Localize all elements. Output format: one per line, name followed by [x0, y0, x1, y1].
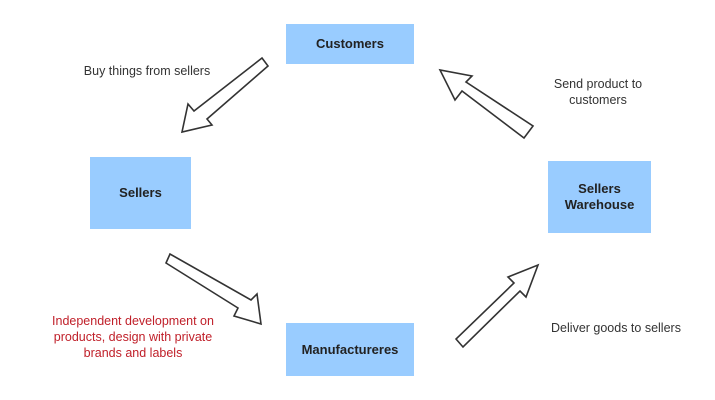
node-sellers: Sellers	[90, 157, 191, 229]
arrow-warehouse-to-customers	[438, 68, 535, 140]
node-sellers-warehouse-label: Sellers Warehouse	[564, 181, 635, 212]
node-manufacturers: Manufactureres	[286, 323, 414, 376]
node-sellers-label: Sellers	[119, 185, 162, 200]
node-customers-label: Customers	[316, 36, 384, 51]
edge-label-buy-things: Buy things from sellers	[62, 63, 232, 79]
edge-label-buy-things-text: Buy things from sellers	[83, 64, 211, 78]
arrow-sellers-to-manufacturers	[164, 252, 262, 326]
edge-label-independent-development: Independent development on products, des…	[52, 314, 214, 360]
node-sellers-warehouse: Sellers Warehouse	[548, 161, 651, 233]
arrow-manufacturers-to-warehouse	[454, 263, 540, 349]
node-customers: Customers	[286, 24, 414, 64]
node-manufacturers-label: Manufactureres	[301, 341, 399, 357]
edge-label-deliver-goods-text: Deliver goods to sellers	[551, 321, 681, 335]
edge-label-send-product: Send product to customers	[553, 77, 643, 107]
edge-label-deliver-goods: Deliver goods to sellers	[532, 320, 700, 336]
arrow-customers-to-sellers	[180, 56, 270, 134]
